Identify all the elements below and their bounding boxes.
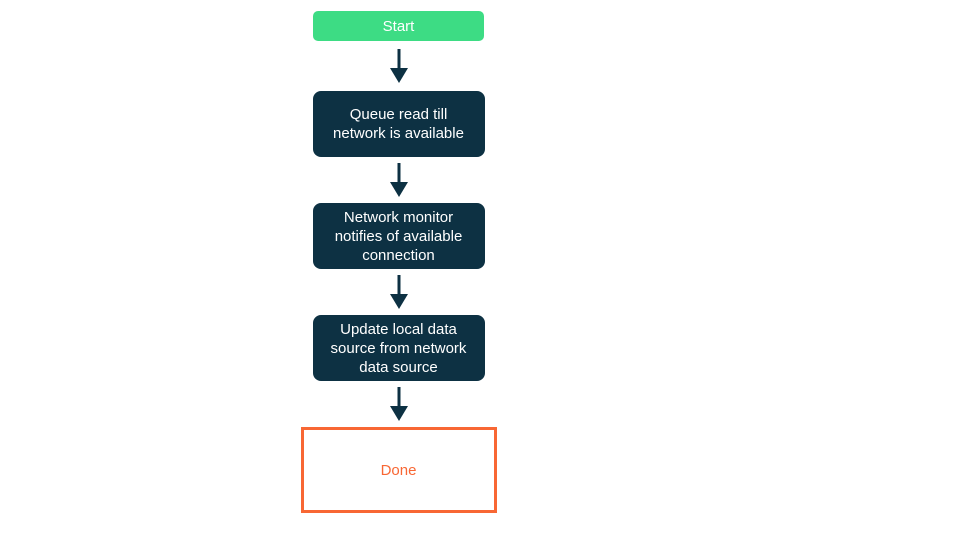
flow-node-network-monitor: Network monitor notifies of available co… bbox=[312, 203, 485, 269]
arrow-down-icon bbox=[389, 163, 408, 197]
flow-node-update-local-data: Update local data source from network da… bbox=[312, 315, 485, 381]
flow-node-network-monitor-label: Network monitor notifies of available co… bbox=[334, 208, 463, 264]
flow-node-start-label: Start bbox=[382, 17, 415, 35]
flow-node-queue-read-label: Queue read till network is available bbox=[333, 106, 464, 142]
arrow-down-icon bbox=[389, 275, 408, 309]
flow-node-update-local-data-label: Update local data source from network da… bbox=[330, 320, 467, 376]
flow-node-start: Start bbox=[313, 11, 484, 41]
arrow-down-icon bbox=[389, 49, 408, 83]
flow-node-queue-read: Queue read till network is available bbox=[312, 91, 485, 157]
flow-node-done-label: Done bbox=[380, 461, 417, 479]
arrow-down-icon bbox=[389, 387, 408, 421]
flowchart: Start Queue read till network is availab… bbox=[300, 11, 497, 513]
flow-node-done: Done bbox=[300, 427, 497, 513]
